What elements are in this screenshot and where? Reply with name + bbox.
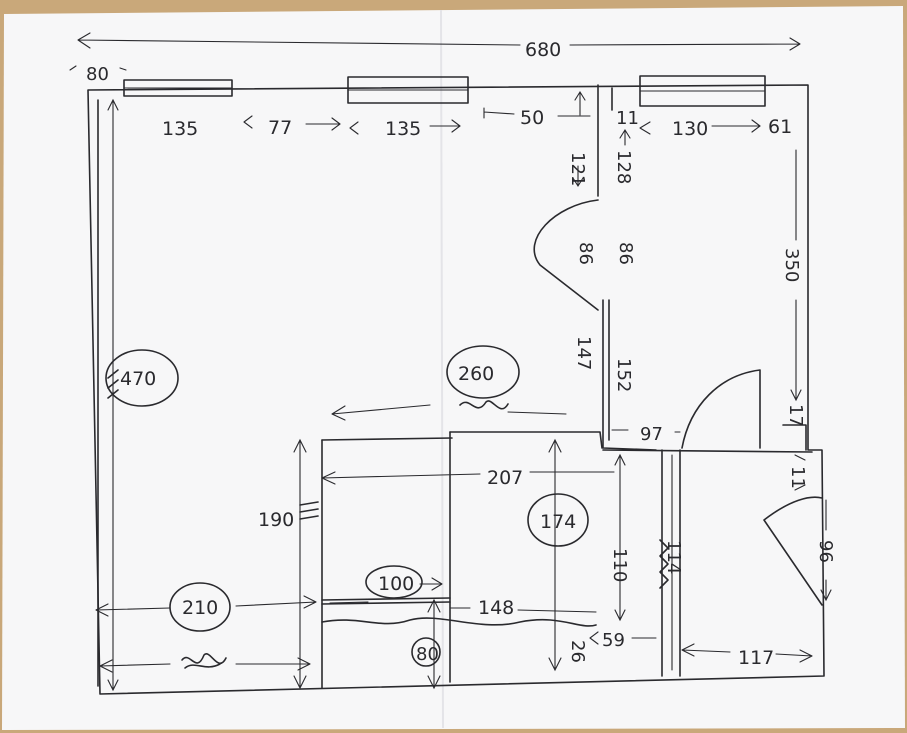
label-height-114: 114 xyxy=(663,540,684,574)
partition-wall xyxy=(597,84,813,453)
label-right-small-b: 11 xyxy=(787,466,808,489)
door-swing-upper xyxy=(533,199,599,311)
outer-walls xyxy=(87,84,825,695)
circle-174 xyxy=(527,493,589,547)
label-wall-upper-a: 121 xyxy=(567,152,588,186)
label-height-174: 174 xyxy=(540,511,576,533)
circle-470 xyxy=(105,349,179,407)
door-swing-right xyxy=(763,496,823,606)
dimension-lines xyxy=(69,32,832,692)
label-wall-lower-a: 147 xyxy=(573,336,594,370)
label-room-height: 470 xyxy=(120,368,156,390)
label-right-small-a: 17 xyxy=(785,404,806,427)
label-height-26: 26 xyxy=(567,640,588,663)
label-door-b: 86 xyxy=(615,242,636,265)
circle-210 xyxy=(169,582,231,632)
label-height-190: 190 xyxy=(258,509,294,531)
kitchen-block xyxy=(321,431,681,689)
circle-260 xyxy=(446,345,520,399)
label-door-a: 86 xyxy=(575,242,596,265)
label-wall-lower-b: 152 xyxy=(613,358,634,392)
circle-80 xyxy=(411,637,441,667)
door-swing-bathroom xyxy=(681,369,761,449)
label-gap-1: 77 xyxy=(268,117,292,139)
label-width-148: 148 xyxy=(478,597,514,619)
label-window-2: 135 xyxy=(385,118,421,140)
label-width-117: 117 xyxy=(738,647,774,669)
label-height-80: 80 xyxy=(416,644,439,665)
label-window-3: 130 xyxy=(672,118,708,140)
circle-100 xyxy=(365,565,423,599)
label-room-length: 260 xyxy=(458,363,494,385)
paper-fold xyxy=(440,9,444,729)
label-total-width: 680 xyxy=(525,39,561,61)
label-width-97: 97 xyxy=(640,424,663,445)
label-right-wall: 350 xyxy=(781,248,802,282)
label-wall-small: 11 xyxy=(616,108,639,129)
label-margin-left: 80 xyxy=(86,64,109,85)
label-gap-2: 50 xyxy=(520,107,544,129)
label-height-110: 110 xyxy=(609,548,630,582)
label-window-1: 135 xyxy=(162,118,198,140)
label-width-59: 59 xyxy=(602,630,625,651)
label-width-210: 210 xyxy=(182,597,218,619)
label-width-207: 207 xyxy=(487,467,523,489)
label-width-100: 100 xyxy=(378,573,414,595)
label-right-offset: 61 xyxy=(768,116,792,138)
label-wall-upper-b: 128 xyxy=(613,150,634,184)
label-right-door: 96 xyxy=(815,540,836,563)
